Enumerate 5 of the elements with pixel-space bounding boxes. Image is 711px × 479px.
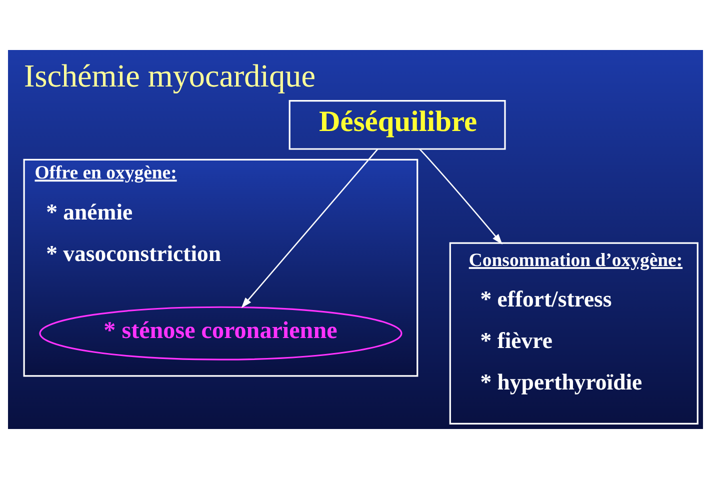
arrow [241, 148, 378, 308]
node-box: Consommation d’oxygène: * effort/stress * fièvre * hyperthyroïdie [449, 242, 698, 424]
node-box: Déséquilibre [288, 100, 506, 150]
node-ellipse: * sténose coronarienne [39, 306, 402, 360]
diagram-title: Ischémie myocardique [24, 57, 316, 94]
